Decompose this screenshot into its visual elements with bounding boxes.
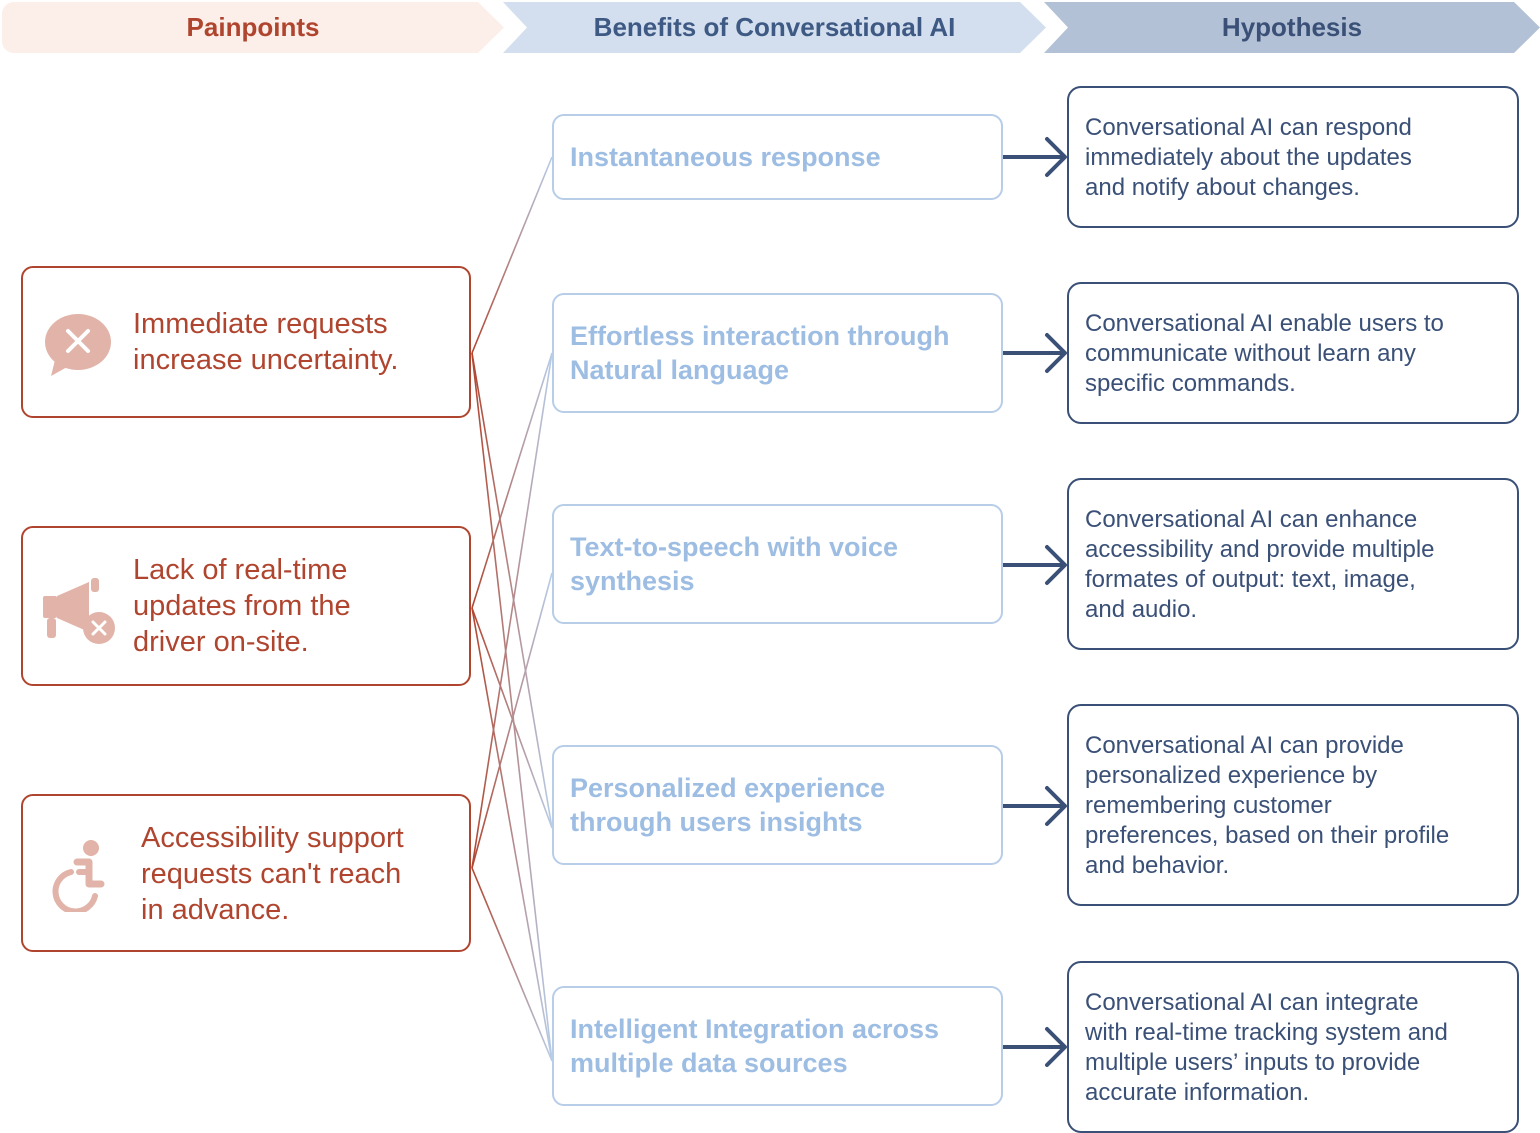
benefit-box: Intelligent Integration across multiple … xyxy=(552,986,1003,1106)
hypothesis-box: Conversational AI enable users to commun… xyxy=(1067,282,1519,424)
painpoint-line: requests can't reach xyxy=(141,858,402,890)
benefit-box: Instantaneous response xyxy=(552,114,1003,200)
wheelchair-icon xyxy=(51,838,107,917)
benefit-text: Instantaneous response xyxy=(570,140,881,174)
arrow-right-icon xyxy=(1003,137,1067,177)
benefit-box: Text-to-speech with voice synthesis xyxy=(552,504,1003,624)
connector-line xyxy=(471,867,553,1062)
benefit-line: Natural language xyxy=(570,355,790,385)
chat-x-icon xyxy=(43,312,113,383)
painpoint-line: driver on-site. xyxy=(133,626,309,658)
connector-line xyxy=(471,352,553,829)
hypothesis-header-label: Hypothesis xyxy=(1221,12,1363,42)
connector-line xyxy=(471,572,553,869)
hypothesis-text: Conversational AI can respond immediatel… xyxy=(1085,114,1412,201)
hypothesis-text: Conversational AI can integrate with rea… xyxy=(1085,989,1448,1106)
connector-line xyxy=(471,352,553,869)
benefit-text: Intelligent Integration across multiple … xyxy=(570,1012,939,1080)
connector-line xyxy=(471,607,553,1062)
painpoint-text: Lack of real-time updates from the drive… xyxy=(133,552,351,660)
hypothesis-box: Conversational AI can enhance accessibil… xyxy=(1067,478,1519,650)
benefit-text: Effortless interaction through Natural l… xyxy=(570,319,950,387)
arrow-right-icon xyxy=(1003,1027,1067,1067)
benefit-box: Personalized experience through users in… xyxy=(552,745,1003,865)
benefit-line: Text-to-speech with voice xyxy=(570,532,899,562)
arrow-right-icon xyxy=(1003,333,1067,373)
benefit-box: Effortless interaction through Natural l… xyxy=(552,293,1003,413)
benefit-line: multiple data sources xyxy=(570,1048,848,1078)
benefit-line: synthesis xyxy=(570,566,695,596)
arrow-right-icon xyxy=(1003,545,1067,585)
painpoint-box: Lack of real-time updates from the drive… xyxy=(21,526,471,686)
painpoint-box: Immediate requests increase uncertainty. xyxy=(21,266,471,418)
benefit-line: Effortless interaction through xyxy=(570,321,950,351)
painpoints-header: Painpoints xyxy=(2,2,504,53)
painpoint-text: Accessibility support requests can't rea… xyxy=(141,820,404,928)
benefits-header-label: Benefits of Conversational AI xyxy=(593,12,956,42)
connector-line xyxy=(471,352,553,1062)
hypothesis-text: Conversational AI can provide personaliz… xyxy=(1085,732,1450,879)
arrow-right-icon xyxy=(1003,786,1067,826)
benefit-line: Personalized experience xyxy=(570,773,886,803)
benefit-line: Instantaneous response xyxy=(570,142,881,172)
painpoint-box: Accessibility support requests can't rea… xyxy=(21,794,471,952)
hypothesis-box: Conversational AI can integrate with rea… xyxy=(1067,961,1519,1133)
connector-line xyxy=(471,352,553,609)
benefits-header: Benefits of Conversational AI xyxy=(503,2,1046,53)
connector-line xyxy=(471,156,553,354)
benefit-line: through users insights xyxy=(570,807,863,837)
benefit-text: Text-to-speech with voice synthesis xyxy=(570,530,898,598)
painpoint-line: Immediate requests xyxy=(133,308,388,340)
painpoint-line: Accessibility support xyxy=(141,822,404,854)
hypothesis-box: Conversational AI can provide personaliz… xyxy=(1067,704,1519,906)
benefit-text: Personalized experience through users in… xyxy=(570,771,885,839)
painpoint-line: in advance. xyxy=(141,894,290,926)
painpoint-text: Immediate requests increase uncertainty. xyxy=(133,306,398,378)
hypothesis-box: Conversational AI can respond immediatel… xyxy=(1067,86,1519,228)
painpoint-line: increase uncertainty. xyxy=(133,344,399,376)
painpoint-line: Lack of real-time xyxy=(133,554,348,586)
megaphone-x-icon xyxy=(39,576,119,651)
hypothesis-header: Hypothesis xyxy=(1044,2,1540,53)
hypothesis-text: Conversational AI can enhance accessibil… xyxy=(1085,506,1435,623)
painpoint-line: updates from the xyxy=(133,590,351,622)
painpoints-header-label: Painpoints xyxy=(186,12,320,42)
hypothesis-text: Conversational AI enable users to commun… xyxy=(1085,310,1444,397)
benefit-line: Intelligent Integration across xyxy=(570,1014,940,1044)
